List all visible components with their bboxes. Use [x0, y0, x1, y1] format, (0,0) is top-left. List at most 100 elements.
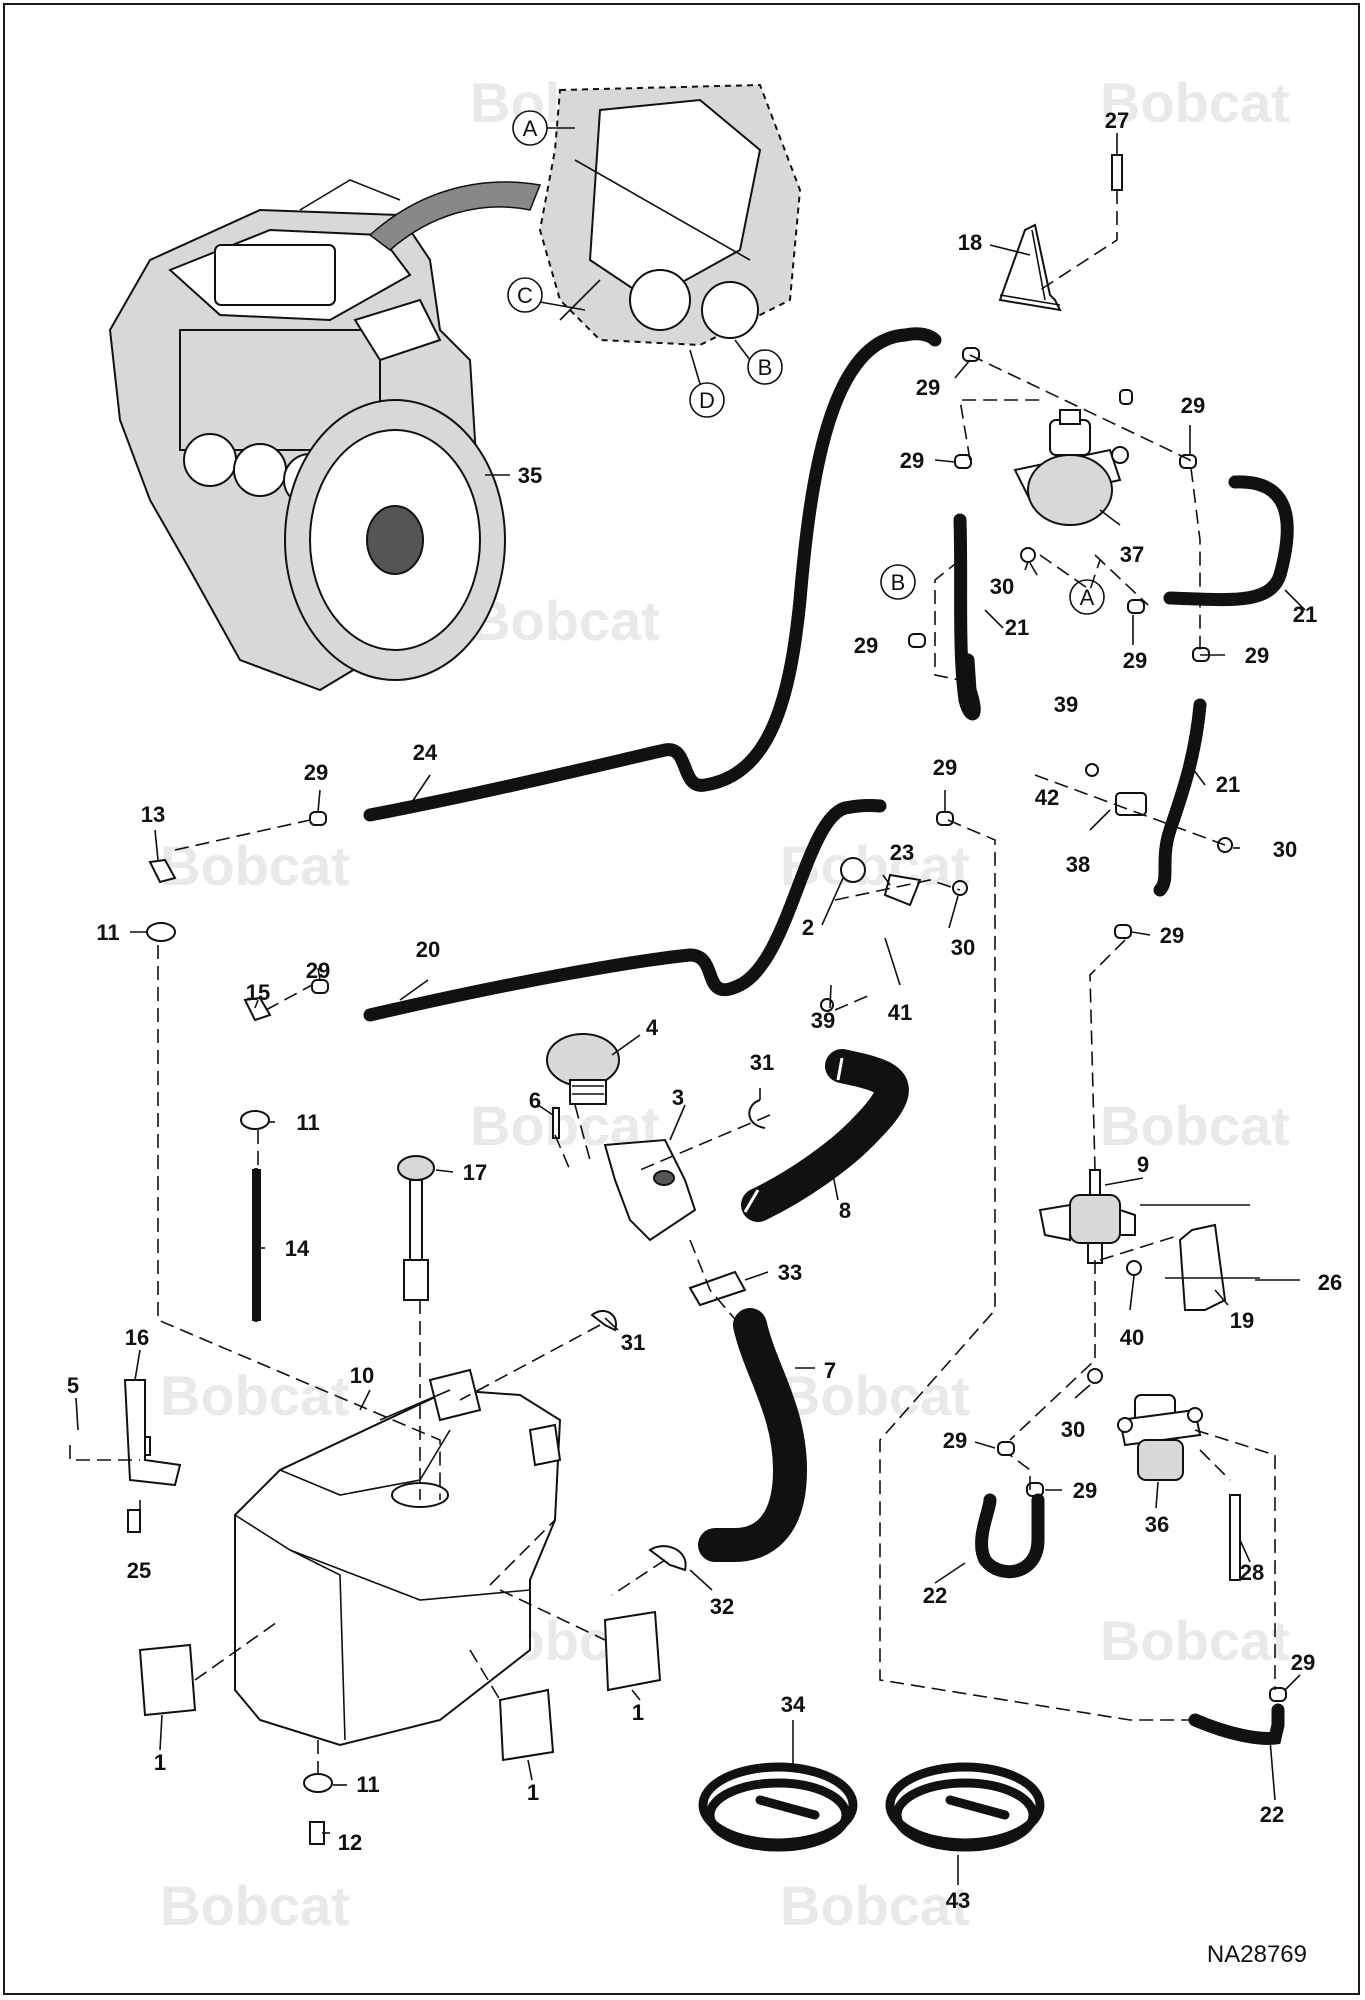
watermarks: Bobcat Bobcat Bobcat Bobcat Bobcat Bobca…	[160, 71, 1290, 1937]
callout-8: 8	[839, 1198, 851, 1223]
callout-20: 20	[416, 937, 440, 962]
callout-11: 11	[356, 1772, 379, 1797]
fuel-tank-10	[234, 1368, 562, 1747]
watermark: Bobcat	[160, 1874, 350, 1937]
callout-35: 35	[518, 463, 542, 488]
fuel-hoses	[252, 327, 1294, 1745]
fuel-filter-36	[1117, 1394, 1203, 1481]
watermark: Bobcat	[1100, 1094, 1290, 1157]
callout-11: 11	[96, 920, 119, 945]
callout-15: 15	[246, 980, 270, 1005]
filler-cap-4	[546, 1033, 620, 1105]
callout-30: 30	[1061, 1417, 1085, 1442]
callout-labels: 27 18 29 29 29 37 30 21 29 21 29 29 35 2…	[67, 108, 1342, 1913]
callout-29: 29	[916, 375, 940, 400]
callout-30: 30	[990, 574, 1014, 599]
callout-29: 29	[1123, 648, 1147, 673]
callout-31: 31	[621, 1330, 645, 1355]
leader-lines	[75, 133, 1306, 1885]
callout-29: 29	[900, 448, 924, 473]
callout-17: 17	[463, 1160, 487, 1185]
callout-29: 29	[1245, 643, 1269, 668]
callout-27: 27	[1105, 108, 1129, 133]
callout-23: 23	[890, 840, 914, 865]
callout-29: 29	[1291, 1650, 1315, 1675]
callout-30: 30	[951, 935, 975, 960]
engine-detail-inset	[368, 83, 802, 347]
callout-29: 29	[306, 958, 330, 983]
callout-26: 26	[1318, 1270, 1342, 1295]
callout-30: 30	[1273, 837, 1297, 862]
callout-32: 32	[710, 1594, 734, 1619]
watermark: Bobcat	[780, 1364, 970, 1427]
fuel-filter-37	[1013, 409, 1129, 526]
bracket-18	[998, 154, 1123, 312]
callout-31: 31	[750, 1050, 774, 1075]
watermark: Bobcat	[1100, 71, 1290, 134]
callout-7: 7	[824, 1358, 836, 1383]
hose-clamps	[309, 347, 1287, 1702]
callout-29: 29	[1073, 1478, 1097, 1503]
callout-21: 21	[1216, 772, 1240, 797]
ref-a-label: A	[523, 116, 538, 141]
assembly-lines	[69, 354, 1276, 1775]
callout-6: 6	[529, 1088, 541, 1113]
fuel-sender-17	[397, 1155, 435, 1301]
watermark: Bobcat	[160, 834, 350, 897]
ref-b-label: B	[758, 355, 773, 380]
callout-3: 3	[672, 1085, 684, 1110]
callout-33: 33	[778, 1260, 802, 1285]
callout-37: 37	[1120, 542, 1144, 567]
callout-28: 28	[1240, 1560, 1264, 1585]
callout-1: 1	[527, 1780, 539, 1805]
callout-22: 22	[1260, 1802, 1284, 1827]
callout-5: 5	[67, 1373, 79, 1398]
callout-10: 10	[350, 1363, 374, 1388]
callout-9: 9	[1137, 1152, 1149, 1177]
callout-43: 43	[946, 1888, 970, 1913]
bracket-19	[1140, 1204, 1260, 1311]
callout-2: 2	[802, 915, 814, 940]
fuel-pump-9	[1038, 1169, 1136, 1264]
callout-1: 1	[632, 1700, 644, 1725]
callout-29: 29	[933, 755, 957, 780]
callout-18: 18	[958, 230, 982, 255]
filler-hoses	[698, 1049, 909, 1562]
callout-21: 21	[1005, 615, 1029, 640]
callout-38: 38	[1066, 852, 1090, 877]
callout-11: 11	[296, 1110, 319, 1135]
drawing-code: NA28769	[1207, 1941, 1307, 1968]
watermark: Bobcat	[780, 1874, 970, 1937]
callout-22: 22	[923, 1583, 947, 1608]
callout-21: 21	[1293, 602, 1317, 627]
callout-39: 39	[1054, 692, 1078, 717]
callout-4: 4	[646, 1015, 659, 1040]
callout-29: 29	[1160, 923, 1184, 948]
reference-circles: A C B D B A	[507, 110, 1105, 615]
ref-a-hose-label: A	[1080, 585, 1095, 610]
callout-12: 12	[338, 1830, 362, 1855]
callout-16: 16	[125, 1325, 149, 1350]
watermark: Bobcat	[1100, 1609, 1290, 1672]
callout-24: 24	[413, 740, 438, 765]
callout-29: 29	[854, 633, 878, 658]
callout-1: 1	[154, 1750, 166, 1775]
callout-29: 29	[943, 1428, 967, 1453]
ref-b-hose-label: B	[891, 570, 906, 595]
callout-13: 13	[141, 802, 165, 827]
watermark: Bobcat	[470, 589, 660, 652]
callout-25: 25	[127, 1558, 151, 1583]
callout-40: 40	[1120, 1325, 1144, 1350]
callout-29: 29	[1181, 393, 1205, 418]
watermark: Bobcat	[160, 1364, 350, 1427]
callout-14: 14	[285, 1236, 310, 1261]
callout-42: 42	[1035, 785, 1059, 810]
callout-36: 36	[1145, 1512, 1169, 1537]
engine-assembly	[108, 179, 510, 692]
callout-41: 41	[888, 1000, 912, 1025]
ref-d-label: D	[699, 388, 715, 413]
callout-29: 29	[304, 760, 328, 785]
filler-neck-3	[603, 1138, 697, 1242]
tank-pads	[138, 1610, 662, 1762]
